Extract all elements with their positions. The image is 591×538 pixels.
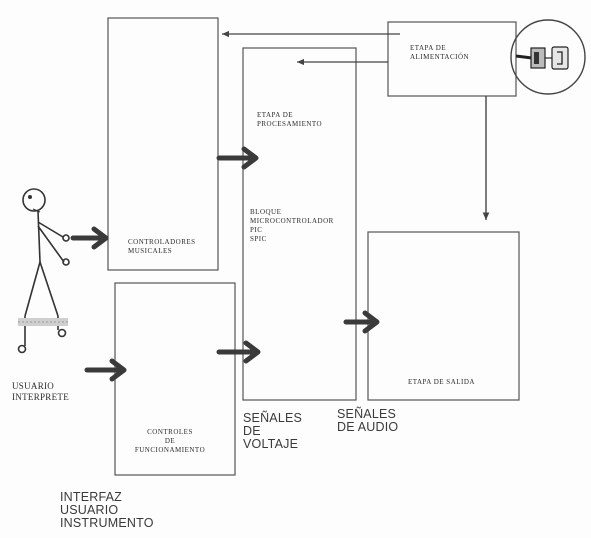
stick-figure-icon [18, 189, 70, 353]
controladores-line-1: CONTROLADORES [128, 238, 196, 247]
alimentacion-label: ETAPA DE ALIMENTACIÓN [410, 44, 469, 62]
procesamiento-line-1: ETAPA DE [257, 111, 322, 120]
bloque-line-1: BLOQUE [250, 208, 334, 217]
arrow-user-to-controladores [73, 229, 106, 247]
salida-box [368, 232, 519, 400]
usuario-label: USUARIO INTERPRETE [12, 381, 69, 403]
arrow-controles-to-procesamiento [219, 343, 258, 361]
procesamiento-label: ETAPA DE PROCESAMIENTO [257, 111, 322, 129]
bloque-label: BLOQUE MICROCONTROLADOR PIC SPIC [250, 208, 334, 244]
controladores-line-2: MUSICALES [128, 247, 196, 256]
power-plug-icon [511, 20, 585, 94]
senales-audio-label: SEÑALES DE AUDIO [337, 408, 398, 434]
usuario-line-2: INTERPRETE [12, 392, 69, 403]
controles-line-3: FUNCIONAMIENTO [133, 446, 207, 455]
arrow-procesamiento-to-salida [346, 313, 377, 331]
bloque-line-2: MICROCONTROLADOR [250, 217, 334, 226]
salida-line-1: ETAPA DE SALIDA [408, 378, 475, 387]
controladores-box [108, 18, 218, 270]
salida-label: ETAPA DE SALIDA [408, 378, 475, 387]
controles-label: CONTROLES DE FUNCIONAMIENTO [133, 428, 207, 455]
controles-line-2: DE [133, 437, 207, 446]
alimentacion-line-2: ALIMENTACIÓN [410, 53, 469, 62]
interfaz-label: INTERFAZ USUARIO INSTRUMENTO [60, 491, 154, 530]
senales-voltaje-label: SEÑALES DE VOLTAJE [243, 412, 302, 451]
arrow-controladores-to-procesamiento [219, 149, 256, 167]
bloque-line-4: SPIC [250, 235, 334, 244]
controladores-label: CONTROLADORES MUSICALES [128, 238, 196, 256]
bloque-line-3: PIC [250, 226, 334, 235]
interfaz-line-3: INSTRUMENTO [60, 517, 154, 530]
alimentacion-line-1: ETAPA DE [410, 44, 469, 53]
procesamiento-line-2: PROCESAMIENTO [257, 120, 322, 129]
controles-line-1: CONTROLES [133, 428, 207, 437]
senales-voltaje-line-3: VOLTAJE [243, 438, 302, 451]
senales-audio-line-2: DE AUDIO [337, 421, 398, 434]
usuario-line-1: USUARIO [12, 381, 69, 392]
arrow-user-to-controles [87, 361, 124, 379]
